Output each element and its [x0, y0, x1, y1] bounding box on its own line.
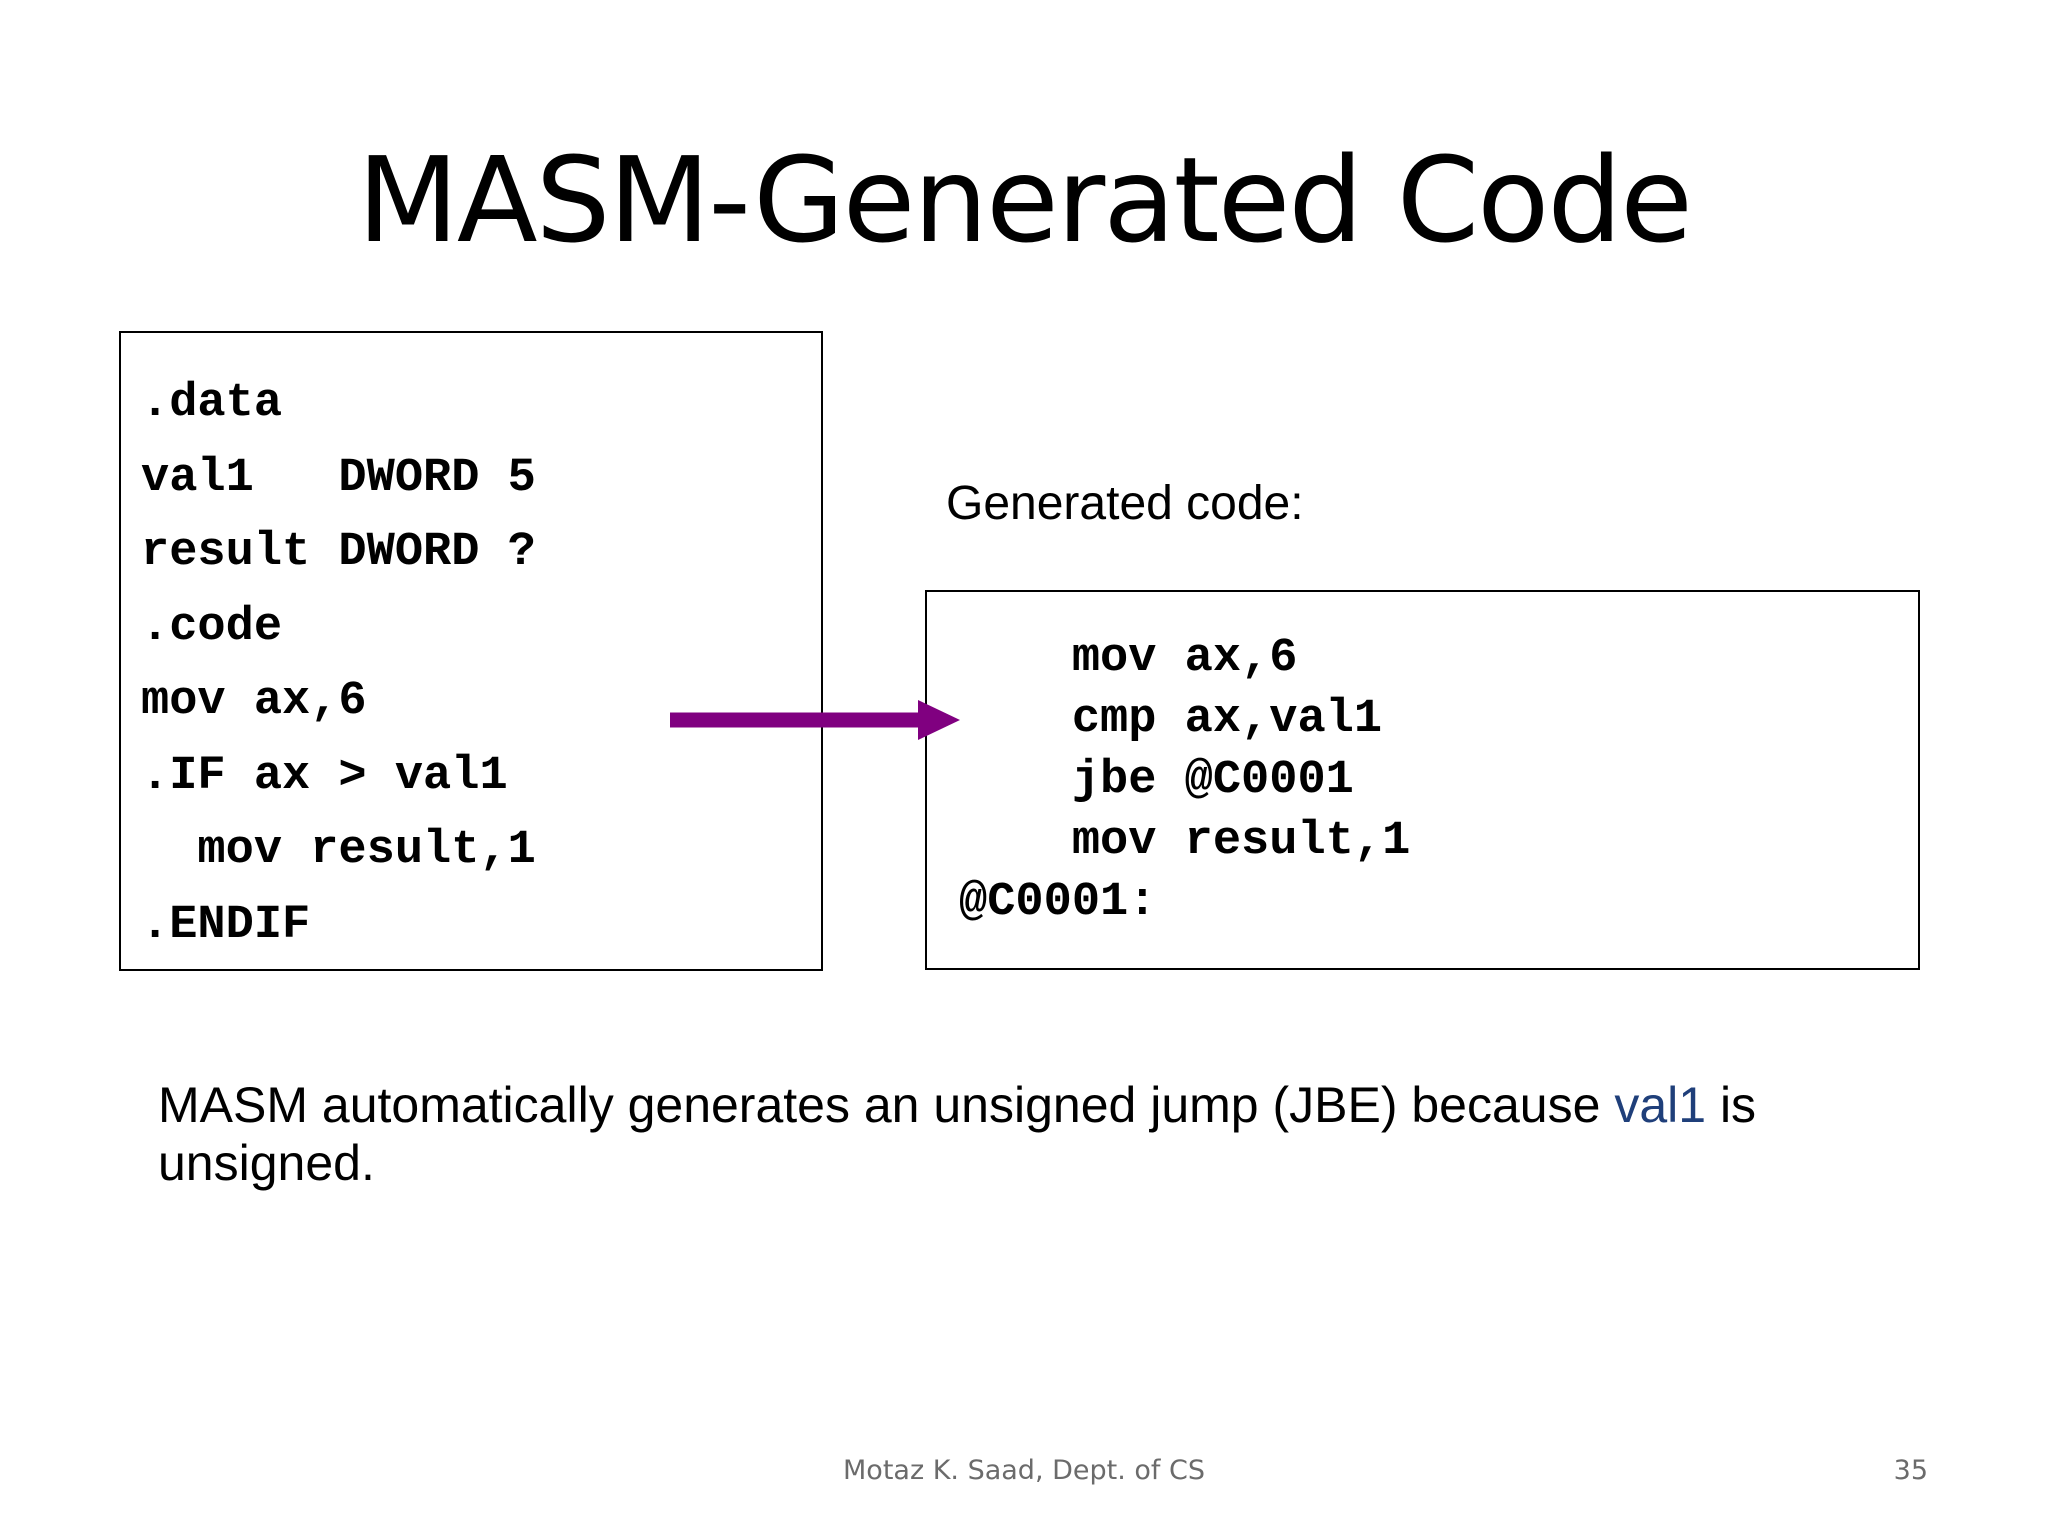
source-code-line: .IF ax > val1 [141, 749, 508, 803]
source-code-line: .ENDIF [141, 898, 311, 952]
generated-code-box: mov ax,6 cmp ax,val1 jbe @C0001 mov resu… [925, 590, 1920, 970]
explanation-note: MASM automatically generates an unsigned… [158, 1076, 1858, 1192]
generated-code-line: jbe @C0001 [959, 754, 1354, 807]
generated-code-line: @C0001: [959, 876, 1157, 929]
slide-title: MASM-Generated Code [357, 131, 1693, 269]
note-highlight: val1 [1614, 1077, 1707, 1133]
page-number: 35 [1893, 1455, 1928, 1486]
source-code-line: mov result,1 [141, 824, 536, 877]
generated-code-line: mov result,1 [959, 815, 1411, 868]
footer-author: Motaz K. Saad, Dept. of CS [843, 1455, 1205, 1486]
source-code-line: .code [141, 600, 283, 654]
generated-code-caption: Generated code: [946, 477, 1304, 530]
source-code-box: .data val1 DWORD 5 result DWORD ? .code … [119, 331, 823, 971]
source-code-line: val1 DWORD 5 [141, 451, 536, 505]
source-code-line: mov ax,6 [141, 675, 367, 728]
source-code-line: .data [141, 377, 283, 430]
source-code-line: result DWORD ? [141, 526, 536, 579]
generated-code-line: mov ax,6 [959, 632, 1298, 685]
note-text-after: is unsigned. [158, 1077, 1757, 1191]
generated-code-line: cmp ax,val1 [959, 693, 1383, 746]
note-text-before: MASM automatically generates an unsigned… [158, 1077, 1615, 1133]
